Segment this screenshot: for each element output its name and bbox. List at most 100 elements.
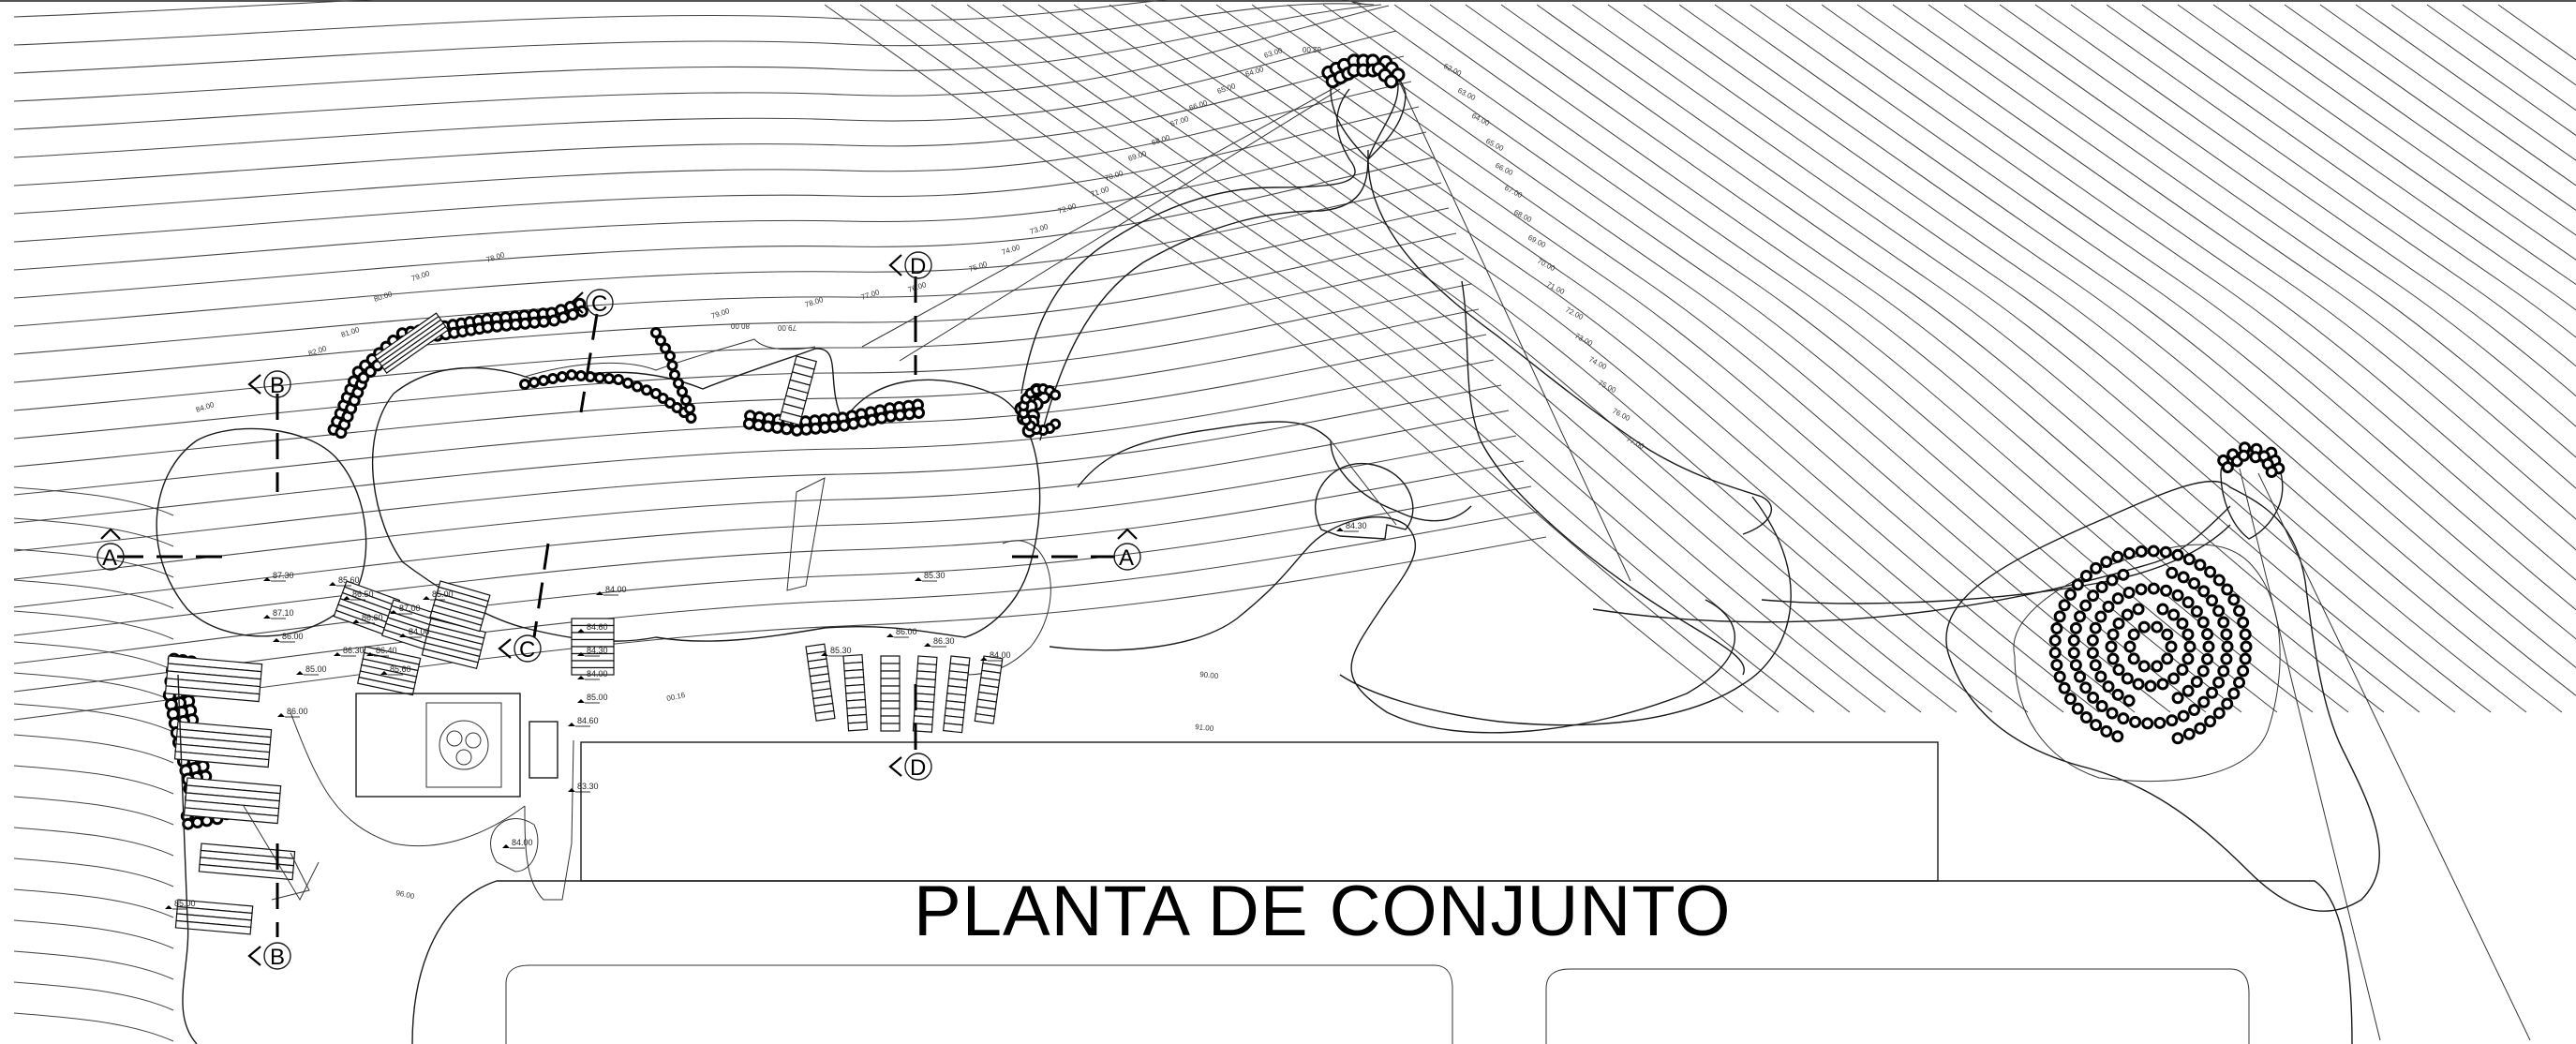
path-mid-east <box>1461 280 1745 676</box>
level-mark: 86.30 <box>924 636 955 648</box>
labyrinth-tree <box>2095 700 2108 713</box>
labyrinth-tree <box>2123 640 2137 653</box>
contour-line <box>2426 4 2576 112</box>
labyrinth-tree <box>2176 617 2189 630</box>
labyrinth-tree <box>2217 664 2230 678</box>
tree <box>519 379 530 390</box>
path-network <box>1020 74 2380 912</box>
labyrinth-tree <box>2071 702 2084 715</box>
contour-line <box>966 4 1886 713</box>
labyrinth-tree <box>2064 693 2077 706</box>
contour-line <box>13 548 174 578</box>
contour-line <box>13 207 1450 355</box>
labyrinth-tree <box>2212 676 2226 689</box>
tree <box>641 384 652 396</box>
contour-label: 63.00 <box>1263 46 1284 60</box>
labyrinth-tree <box>2197 695 2211 708</box>
labyrinth-tree <box>2127 652 2140 665</box>
sightline-north-west <box>861 79 1350 348</box>
svg-text:86.50: 86.50 <box>352 589 374 599</box>
south-parking-east <box>1545 968 2250 1044</box>
contour-label: 62.00 <box>1302 45 1321 53</box>
tree <box>838 419 851 432</box>
path-connector <box>1330 440 1397 526</box>
svg-text:84.30: 84.30 <box>1346 521 1367 530</box>
contour-line <box>13 435 1517 608</box>
stair-flight <box>842 653 869 732</box>
contour-label: 74.00 <box>1001 243 1021 257</box>
stair-flight <box>779 355 817 426</box>
labyrinth-tree <box>2204 715 2217 728</box>
tree <box>650 327 662 338</box>
svg-text:A: A <box>102 545 117 571</box>
labyrinth-tree <box>2182 553 2196 566</box>
labyrinth-tree <box>2079 711 2092 724</box>
labyrinth-tree <box>2122 694 2136 708</box>
labyrinth-tree <box>2087 589 2100 603</box>
contour-line <box>2497 4 2576 61</box>
svg-text:86.00: 86.00 <box>896 627 917 636</box>
contour-line <box>13 3 1375 74</box>
svg-text:B: B <box>270 373 285 398</box>
labyrinth-tree <box>2177 709 2190 723</box>
contour-line <box>2248 4 2576 236</box>
stair-flight <box>880 655 901 732</box>
svg-text:84.00: 84.00 <box>587 669 608 679</box>
contour-line <box>2284 4 2576 212</box>
contour-line <box>13 157 1435 299</box>
labyrinth-tree <box>2135 544 2148 558</box>
svg-text:85.00: 85.00 <box>432 589 454 599</box>
contour-line <box>13 55 1405 186</box>
viewpoints <box>1330 62 2284 540</box>
west-curve-wall <box>290 711 526 847</box>
labyrinth-tree <box>2069 659 2082 672</box>
stair-flight <box>183 777 282 825</box>
contour-label: 79.00 <box>410 269 431 283</box>
contour-line <box>1073 4 1993 713</box>
contour-line <box>2355 4 2576 161</box>
tree <box>632 380 643 393</box>
contour-line <box>1322 4 2242 713</box>
labyrinth-tree <box>2227 687 2241 700</box>
contour-line <box>13 1012 174 1042</box>
labyrinth-tree <box>2064 588 2077 601</box>
contour-line <box>2462 4 2576 86</box>
contour-label: 64.00 <box>1470 112 1491 128</box>
section-cuts <box>117 276 1115 937</box>
labyrinth-tree <box>2117 712 2130 725</box>
contour-line <box>13 888 174 918</box>
svg-text:D: D <box>910 254 926 279</box>
svg-text:C: C <box>519 637 535 663</box>
labyrinth-tree <box>2201 652 2214 665</box>
svg-text:85.30: 85.30 <box>924 571 946 580</box>
labyrinth-tree <box>2240 640 2253 653</box>
contour-label: 67.00 <box>1503 184 1524 201</box>
stair-flight <box>942 655 971 734</box>
stair-flight <box>805 643 836 722</box>
contour-label: 72.00 <box>1564 306 1585 322</box>
labyrinth-tree <box>2048 647 2062 660</box>
contour-line <box>1750 4 2576 640</box>
labyrinth-tree <box>2100 556 2113 569</box>
contour-line <box>13 4 1382 102</box>
level-mark: 87.10 <box>263 608 294 619</box>
svg-text:86.30: 86.30 <box>933 636 955 646</box>
tree <box>680 395 692 406</box>
section-markers: A A B B C C D <box>97 251 1141 970</box>
main-building-block <box>580 741 1939 882</box>
contour-line <box>13 827 174 857</box>
level-mark: 84.60 <box>577 622 608 634</box>
labyrinth-tree <box>2202 640 2215 653</box>
labyrinth-tree <box>2129 715 2142 728</box>
labyrinth-tree <box>2095 580 2108 593</box>
labyrinth-tree <box>2165 640 2178 653</box>
contour-label: 70.00 <box>1536 257 1556 274</box>
level-mark: 85.00 <box>577 693 608 704</box>
sightline-east-1 <box>2239 468 2381 1041</box>
labyrinth-tree <box>2161 628 2174 641</box>
labyrinth-tree <box>2079 569 2092 582</box>
level-mark: 84.30 <box>1336 521 1367 532</box>
contour-label: 71.00 <box>1090 185 1110 199</box>
contour-line <box>13 950 174 980</box>
labyrinth-tree <box>2089 659 2102 672</box>
